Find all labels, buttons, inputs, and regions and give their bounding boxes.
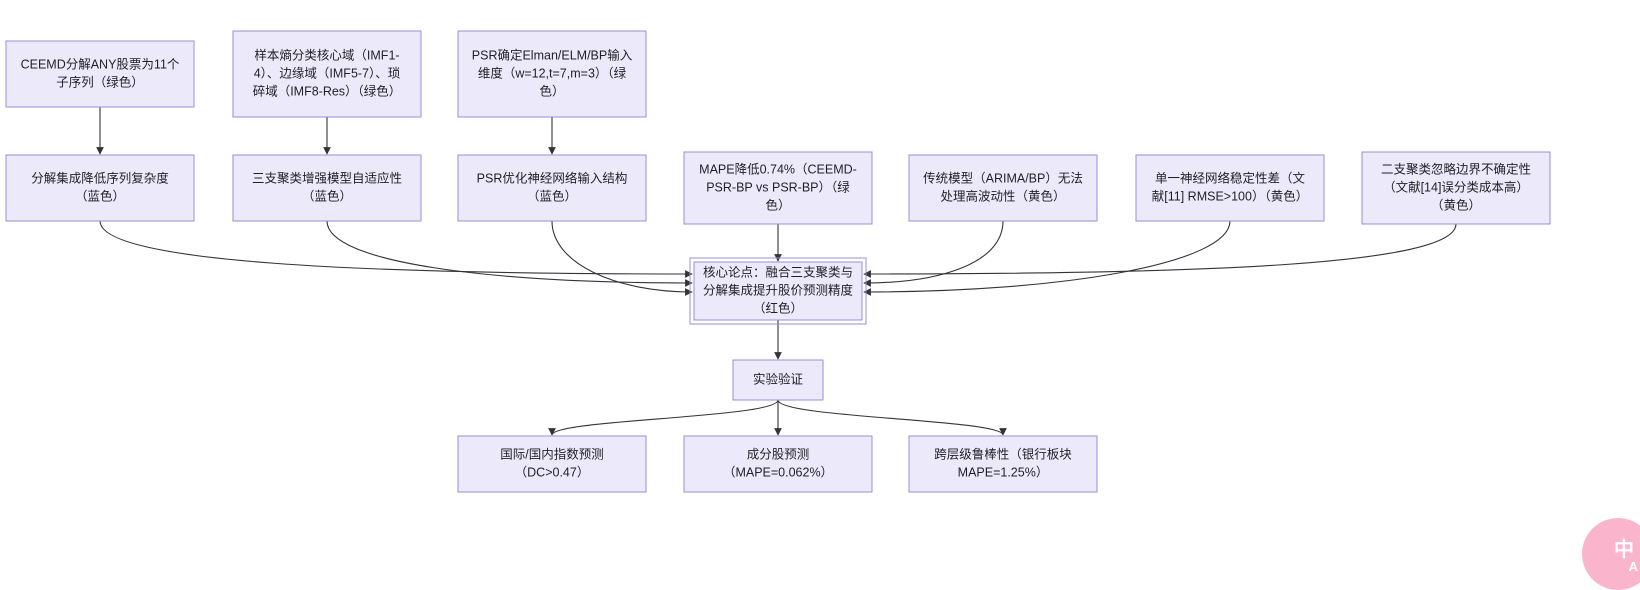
node-box <box>693 261 863 321</box>
node-box <box>457 435 647 493</box>
node-box <box>1361 151 1551 225</box>
edge-n10-to-n11 <box>863 223 1457 278</box>
node-label-line: MAPE=1.25%） <box>958 465 1049 479</box>
node-box <box>908 435 1098 493</box>
node-label-line: 色） <box>539 83 564 98</box>
node-box <box>732 359 824 401</box>
watermark-secondary-text: A <box>1628 559 1638 574</box>
edge-n8-to-n11 <box>863 220 1004 287</box>
node-label-line: 维度（w=12,t=7,m=3）（绿 <box>478 65 627 80</box>
edge-n6-to-n11 <box>551 220 693 296</box>
node-label-line: PSR确定Elman/ELM/BP输入 <box>472 47 633 62</box>
node-n15[interactable]: 跨层级鲁棒性（银行板块 MAPE=1.25%） <box>908 435 1098 493</box>
node-box <box>5 154 195 222</box>
node-label-line: 三支聚类增强模型自适应性 <box>252 170 402 185</box>
watermark-primary-text: 中 <box>1614 539 1634 561</box>
node-label-line: （文献[14]误分类成本高） <box>1383 179 1529 194</box>
node-label-line: （蓝色） <box>527 188 577 203</box>
edge-n9-to-n11 <box>863 220 1231 296</box>
node-n4[interactable]: 分解集成降低序列复杂度 （蓝色） <box>5 154 195 222</box>
node-label-line: 处理高波动性（黄色） <box>940 188 1065 203</box>
node-label-line: 核心论点：融合三支聚类与 <box>703 264 853 279</box>
node-n2[interactable]: 样本熵分类核心域（IMF1- 4）、边缘域（IMF5-7）、琐碎域（IMF8-Re… <box>232 30 422 118</box>
edges-layer <box>96 107 1457 436</box>
node-label-line: 样本熵分类核心域（IMF1- <box>254 47 399 62</box>
node-n12[interactable]: 实验验证 <box>732 359 824 401</box>
node-box <box>683 151 873 225</box>
node-label-line: 跨层级鲁棒性（银行板块 <box>934 447 1072 461</box>
node-n14[interactable]: 成分股预测 （MAPE=0.062%） <box>683 435 873 493</box>
edge-n12-to-n15 <box>777 399 1007 436</box>
node-label-line: 献[11] RMSE>100）（黄色） <box>1152 188 1308 203</box>
node-box <box>1135 154 1325 222</box>
node-n5[interactable]: 三支聚类增强模型自适应性 （蓝色） <box>232 154 422 222</box>
node-n13[interactable]: 国际/国内指数预测 （DC>0.47） <box>457 435 647 493</box>
node-label-line: 单一神经网络稳定性差（文 <box>1155 170 1306 185</box>
node-label-line: PSR-BP vs PSR-BP）（绿 <box>706 179 850 194</box>
node-box <box>908 154 1098 222</box>
node-box <box>457 154 647 222</box>
node-n10[interactable]: 二支聚类忽略边界不确定性 （文献[14]误分类成本高） （黄色） <box>1361 151 1551 225</box>
edge-n12-to-n13 <box>548 399 779 436</box>
node-n7[interactable]: MAPE降低0.74%（CEEMD- PSR-BP vs PSR-BP）（绿色） <box>683 151 873 225</box>
edge-n4-to-n11 <box>99 220 693 278</box>
node-label-line: （红色） <box>753 300 803 315</box>
node-box <box>232 30 422 118</box>
node-label-line: PSR优化神经网络输入结构 <box>477 170 628 185</box>
node-emphasis-outline <box>689 257 867 325</box>
node-label-line: 二支聚类忽略边界不确定性 <box>1381 161 1531 176</box>
edge-n5-to-n11 <box>326 220 693 287</box>
node-label-line: 实验验证 <box>753 371 804 386</box>
node-label-line: MAPE降低0.74%（CEEMD- <box>699 162 857 176</box>
node-label-line: （黄色） <box>1431 197 1481 212</box>
node-label-line: 传统模型（ARIMA/BP）无法 <box>923 170 1083 185</box>
node-label-line: 碎域（IMF8-Res）（绿色） <box>253 83 402 98</box>
node-label-line: 色） <box>765 197 790 212</box>
node-label-line: 4）、边缘域（IMF5-7）、琐 <box>254 65 401 80</box>
node-label-line: CEEMD分解ANY股票为11个 <box>21 57 180 71</box>
node-label-line: 子序列（绿色） <box>56 74 144 89</box>
node-label-line: （MAPE=0.062%） <box>723 465 833 479</box>
node-box <box>5 40 195 108</box>
node-box <box>457 30 647 118</box>
node-box <box>232 154 422 222</box>
node-box <box>683 435 873 493</box>
node-label-line: 国际/国内指数预测 <box>500 446 603 461</box>
node-label-line: （蓝色） <box>302 188 352 203</box>
node-n6[interactable]: PSR优化神经网络输入结构 （蓝色） <box>457 154 647 222</box>
node-label-line: 分解集成提升股价预测精度 <box>703 282 854 297</box>
node-label-line: 成分股预测 <box>747 447 810 461</box>
node-label-line: 分解集成降低序列复杂度 <box>31 170 169 185</box>
node-label-line: （DC>0.47） <box>515 465 590 479</box>
node-n9[interactable]: 单一神经网络稳定性差（文献[11] RMSE>100）（黄色） <box>1135 154 1325 222</box>
node-label-line: （蓝色） <box>75 188 125 203</box>
